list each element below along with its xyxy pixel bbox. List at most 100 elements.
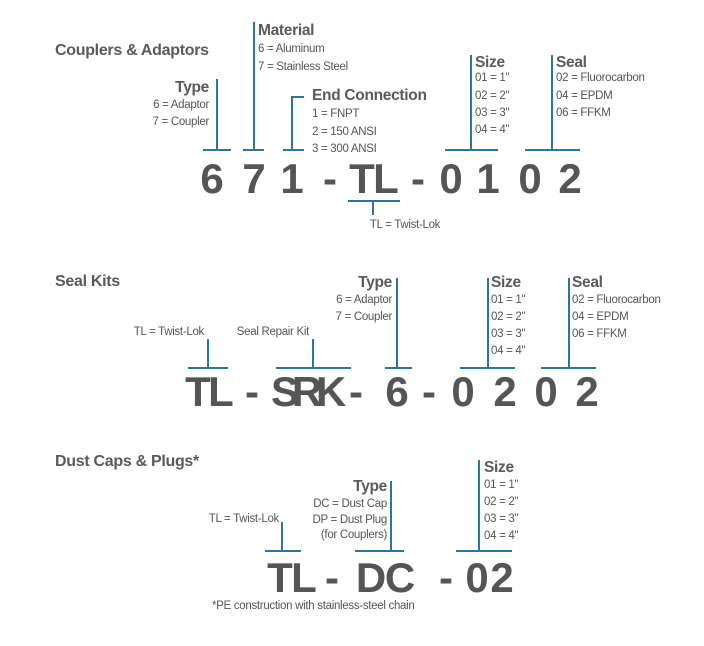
size-connector (487, 278, 489, 369)
srk-label: Seal Repair Kit (236, 326, 310, 338)
seal-item: 02 = Fluorocarbon (572, 294, 661, 306)
code-char: T (349, 155, 375, 202)
seal-connector (551, 55, 553, 151)
material-heading: Material (258, 22, 315, 39)
type-item: DP = Dust Plug (312, 514, 387, 526)
size-item: 03 = 3" (484, 513, 519, 525)
srk-bracket (276, 367, 351, 369)
section-title-couplers: Couplers & Adaptors (55, 42, 209, 59)
end-connection-connector (291, 96, 304, 98)
type-connector (216, 79, 218, 151)
code-char: 2 (558, 155, 582, 202)
tl-bracket (265, 550, 301, 552)
code-char: - (325, 554, 339, 601)
seal-item: 02 = Fluorocarbon (556, 72, 645, 84)
type-item: (for Couplers) (320, 529, 387, 541)
code-char: 0 (465, 554, 489, 601)
size-heading: Size (475, 54, 505, 71)
code-char: 7 (242, 155, 266, 202)
end-connection-bracket (283, 149, 304, 151)
code-char: - (245, 368, 259, 415)
code-char: 2 (490, 554, 514, 601)
srk-connector (312, 339, 314, 369)
code-char: R (291, 368, 323, 415)
code-char: 6 (385, 368, 409, 415)
type-item: 6 = Adaptor (153, 99, 209, 111)
tl-label: TL = Twist-Lok (369, 219, 441, 231)
material-bracket (243, 149, 264, 151)
size-item: 02 = 2" (491, 311, 526, 323)
code-char: 0 (518, 155, 542, 202)
size-item: 01 = 1" (484, 479, 519, 491)
type-item: 7 = Coupler (152, 116, 210, 128)
code-char: T (267, 554, 293, 601)
code-char: L (291, 554, 317, 601)
type-heading: Type (353, 478, 387, 495)
type-item: 6 = Adaptor (336, 294, 392, 306)
size-item: 01 = 1" (491, 294, 526, 306)
material-item: 6 = Aluminum (258, 43, 325, 55)
code-char: - (422, 368, 436, 415)
size-heading: Size (491, 274, 521, 291)
tl-connector (372, 200, 374, 215)
tl-connector (207, 339, 209, 369)
code-char: 6 (200, 155, 224, 202)
section-title-dust-caps: Dust Caps & Plugs* (55, 453, 199, 470)
code-char: T (185, 368, 211, 415)
material-item: 7 = Stainless Steel (258, 61, 348, 73)
end-connection-heading: End Connection (312, 87, 427, 104)
tl-bracket (348, 200, 400, 202)
size-item: 04 = 4" (475, 124, 510, 136)
section-title-seal-kits: Seal Kits (55, 273, 120, 290)
seal-bracket (541, 367, 596, 369)
size-item: 03 = 3" (475, 107, 510, 119)
size-bracket (445, 149, 498, 151)
tl-label: TL = Twist-Lok (133, 326, 205, 338)
code-char: D (355, 554, 387, 601)
type-bracket (203, 149, 231, 151)
seal-item: 04 = EPDM (572, 311, 629, 323)
size-bracket (460, 367, 515, 369)
size-item: 02 = 2" (484, 496, 519, 508)
size-heading: Size (484, 459, 514, 476)
tl-bracket (188, 367, 228, 369)
seal-connector (568, 278, 570, 369)
code-char: 0 (439, 155, 463, 202)
seal-item: 06 = FFKM (572, 328, 627, 340)
type-bracket (355, 550, 404, 552)
code-char: S (270, 368, 300, 415)
code-char: 2 (575, 368, 599, 415)
code-char: 1 (476, 155, 500, 202)
footnote: *PE construction with stainless-steel ch… (212, 600, 415, 612)
end-connection-connector (291, 96, 293, 151)
type-item: DC = Dust Cap (313, 498, 387, 510)
code-char: - (439, 554, 453, 601)
type-heading: Type (175, 79, 209, 96)
code-char: C (384, 554, 416, 601)
material-connector (253, 22, 255, 151)
type-item: 7 = Coupler (335, 311, 393, 323)
end-connection-item: 2 = 150 ANSI (312, 126, 377, 138)
size-bracket (456, 550, 512, 552)
seal-heading: Seal (556, 54, 587, 71)
seal-item: 06 = FFKM (556, 107, 611, 119)
code-char: - (349, 368, 363, 415)
size-item: 04 = 4" (491, 345, 526, 357)
tl-label: TL = Twist-Lok (208, 513, 280, 525)
code-char: - (323, 155, 337, 202)
size-item: 02 = 2" (475, 90, 510, 102)
type-connector (390, 481, 392, 551)
type-heading: Type (358, 274, 392, 291)
seal-item: 04 = EPDM (556, 90, 613, 102)
size-connector (470, 55, 472, 151)
seal-bracket (525, 149, 580, 151)
code-char: 0 (451, 368, 475, 415)
code-char: - (411, 155, 425, 202)
seal-heading: Seal (572, 274, 603, 291)
code-char: 2 (493, 368, 517, 415)
size-connector (478, 460, 480, 551)
code-char: 0 (534, 368, 558, 415)
type-connector (396, 278, 398, 369)
code-char: L (373, 155, 399, 202)
code-char: 1 (280, 155, 304, 202)
